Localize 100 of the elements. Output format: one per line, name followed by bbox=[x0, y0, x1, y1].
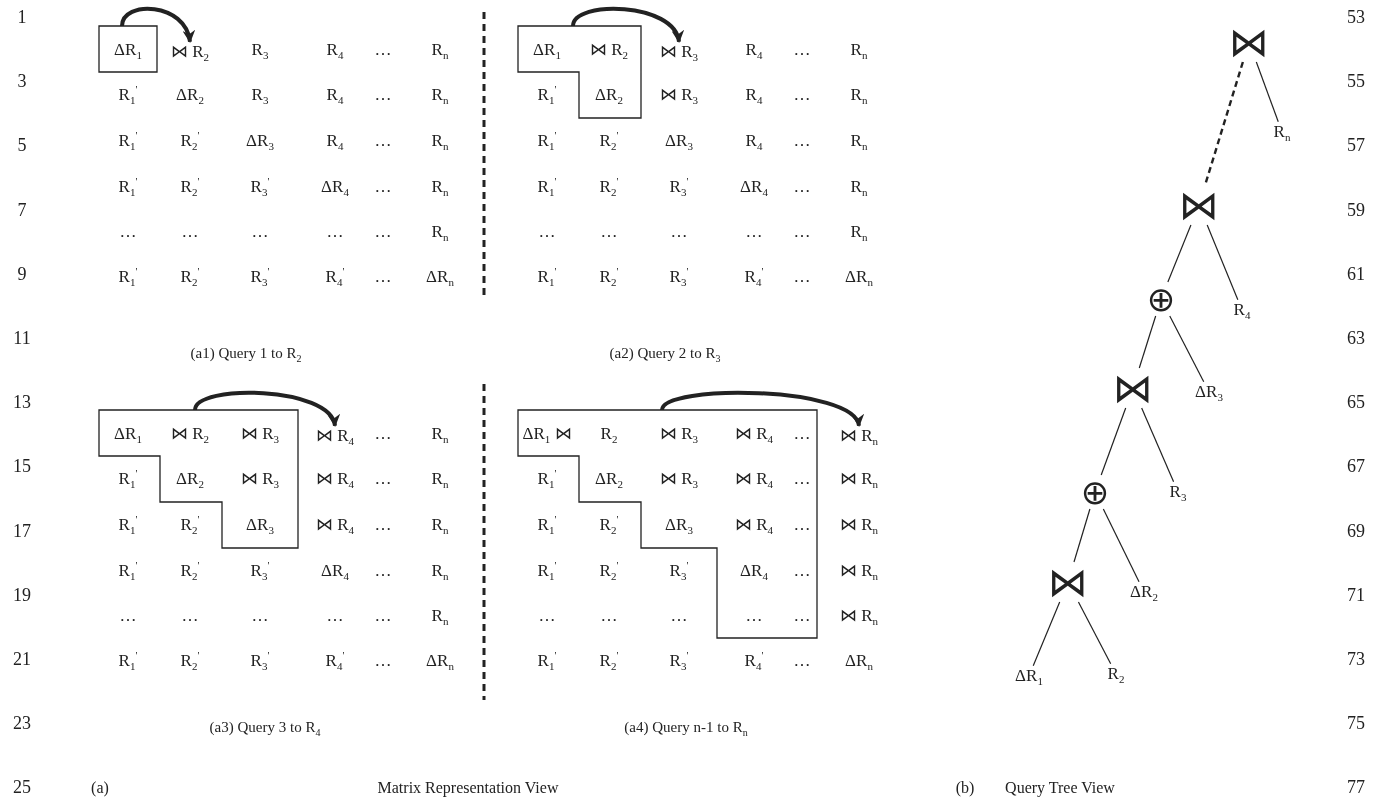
relation-term: R$_{n}$ bbox=[431, 84, 449, 106]
relation-term: R$_{n}$ bbox=[850, 84, 868, 106]
line-number: 9 bbox=[17, 264, 27, 286]
relation-term: … bbox=[374, 176, 392, 198]
relation-term: ⋈ R$_{3}$ bbox=[659, 423, 699, 445]
relation-term: ⋈ R$_{2}$ bbox=[170, 423, 210, 445]
join-operator: ⋈ bbox=[1229, 22, 1269, 62]
tree-edge bbox=[1102, 508, 1140, 583]
tree-edge bbox=[1206, 224, 1239, 301]
relation-term: ΔR$_{2}$ bbox=[595, 468, 623, 490]
relation-term: … bbox=[326, 605, 344, 627]
relation-term: ⋈ R$_{4}$ bbox=[734, 468, 774, 490]
relation-term: R$_{n}$ bbox=[850, 39, 868, 61]
relation-term: … bbox=[538, 221, 556, 243]
join-operator: ⋈ bbox=[1179, 185, 1219, 225]
line-number: 21 bbox=[13, 649, 31, 671]
relation-term: ΔR$_{3}$ bbox=[246, 130, 274, 152]
relation-term: ΔR$_{4}$ bbox=[740, 176, 768, 198]
relation-term: … bbox=[793, 84, 811, 106]
relation-term: ΔR$_{1}$ ⋈ bbox=[522, 423, 572, 445]
relation-term: … bbox=[793, 176, 811, 198]
subfigure-caption: (a3) Query 3 to R$_{4}$ bbox=[209, 718, 321, 736]
line-number: 7 bbox=[17, 199, 27, 222]
join-region-outline bbox=[518, 26, 641, 118]
relation-term: ⋈ R$_{4}$ bbox=[315, 425, 355, 447]
relation-term: ΔR$_{3}$ bbox=[665, 514, 693, 536]
relation-term: R$_{4}$ bbox=[745, 130, 763, 152]
relation-term: R$_{n}$ bbox=[850, 176, 868, 198]
line-number: 65 bbox=[1347, 392, 1365, 414]
relation-term: ΔR$_{1}$ bbox=[114, 423, 142, 445]
relation-term: R$_{4}$ bbox=[326, 84, 344, 106]
relation-term: R$_{4}$ bbox=[745, 84, 763, 106]
relation-term: … bbox=[374, 514, 392, 536]
line-number: 55 bbox=[1347, 71, 1365, 93]
view-title: Matrix Representation View bbox=[377, 778, 559, 798]
relation-term: ⋈ R$_{3}$ bbox=[240, 468, 280, 490]
relation-term: … bbox=[181, 221, 199, 243]
line-number: 1 bbox=[17, 7, 27, 29]
relation-term: R$_{n}$ bbox=[431, 468, 449, 490]
relation-term: … bbox=[600, 221, 618, 243]
relation-term: R$_{n}$ bbox=[431, 221, 449, 243]
relation-term: ⋈ R$_{4}$ bbox=[315, 468, 355, 490]
relation-term: … bbox=[374, 423, 392, 445]
relation-term: … bbox=[670, 605, 688, 627]
relation-term: ΔR$_{2}$ bbox=[595, 84, 623, 106]
relation-term: … bbox=[600, 605, 618, 627]
tree-edge bbox=[1073, 508, 1091, 563]
relation-term: R$_{n}$ bbox=[431, 39, 449, 61]
relation-term: ⋈ R$_{3}$ bbox=[659, 468, 699, 490]
relation-label: R$_{n}$ bbox=[1273, 121, 1291, 143]
relation-term: ΔR$_{3}$ bbox=[665, 130, 693, 152]
view-title: Query Tree View bbox=[1005, 778, 1115, 798]
relation-term: ⋈ R$_{4}$ bbox=[734, 423, 774, 445]
relation-term: … bbox=[793, 130, 811, 152]
relation-term: … bbox=[793, 560, 811, 582]
line-number: 73 bbox=[1347, 649, 1365, 671]
relation-term: R$_{n}$ bbox=[431, 605, 449, 627]
relation-term: … bbox=[793, 266, 811, 288]
join-region-outline bbox=[518, 410, 817, 638]
tree-edge bbox=[1141, 407, 1175, 483]
tree-edge bbox=[1138, 315, 1157, 369]
relation-label: R$_{3}$ bbox=[1169, 481, 1187, 503]
line-number: 17 bbox=[13, 520, 31, 543]
curved-arrow bbox=[571, 6, 682, 43]
tree-edge bbox=[1255, 61, 1279, 123]
relation-term: … bbox=[119, 221, 137, 243]
relation-term: ΔR$_{4}$ bbox=[321, 176, 349, 198]
line-number: 3 bbox=[17, 71, 27, 93]
union-operator: ⊕ bbox=[1146, 282, 1176, 316]
panel-label: (a) bbox=[91, 778, 109, 798]
relation-term: ΔR$_{n}$ bbox=[845, 650, 873, 672]
relation-term: R$_{n}$ bbox=[431, 560, 449, 582]
relation-term: R$_{n}$ bbox=[431, 176, 449, 198]
join-region-outline bbox=[99, 410, 298, 548]
relation-term: R$_{4}$ bbox=[326, 130, 344, 152]
relation-term: ΔR$_{1}$ bbox=[114, 39, 142, 61]
line-number: 75 bbox=[1347, 713, 1365, 735]
relation-term: … bbox=[745, 605, 763, 627]
relation-term: … bbox=[374, 84, 392, 106]
union-operator: ⊕ bbox=[1080, 475, 1110, 509]
line-number: 61 bbox=[1347, 264, 1365, 286]
relation-label: ΔR$_{3}$ bbox=[1195, 381, 1223, 403]
tree-edge bbox=[1169, 315, 1205, 383]
relation-term: ⋈ R$_{4}$ bbox=[315, 514, 355, 536]
relation-label: ΔR$_{1}$ bbox=[1015, 665, 1043, 687]
relation-term: R$_{n}$ bbox=[431, 423, 449, 445]
tree-edge bbox=[1167, 224, 1192, 283]
relation-term: … bbox=[374, 650, 392, 672]
line-number: 11 bbox=[13, 328, 31, 350]
relation-term: ⋈ R$_{n}$ bbox=[839, 560, 879, 582]
relation-label: ΔR$_{2}$ bbox=[1130, 581, 1158, 603]
line-number: 71 bbox=[1347, 585, 1365, 607]
tree-edge bbox=[1100, 407, 1127, 476]
relation-term: R$_{2}$ bbox=[600, 423, 618, 445]
subfigure-caption: (a4) Query n-1 to R$_{n}$ bbox=[624, 718, 748, 736]
relation-term: … bbox=[793, 468, 811, 490]
relation-term: ΔR$_{n}$ bbox=[426, 266, 454, 288]
line-number: 67 bbox=[1347, 456, 1365, 479]
relation-term: ΔR$_{3}$ bbox=[246, 514, 274, 536]
relation-term: … bbox=[251, 221, 269, 243]
